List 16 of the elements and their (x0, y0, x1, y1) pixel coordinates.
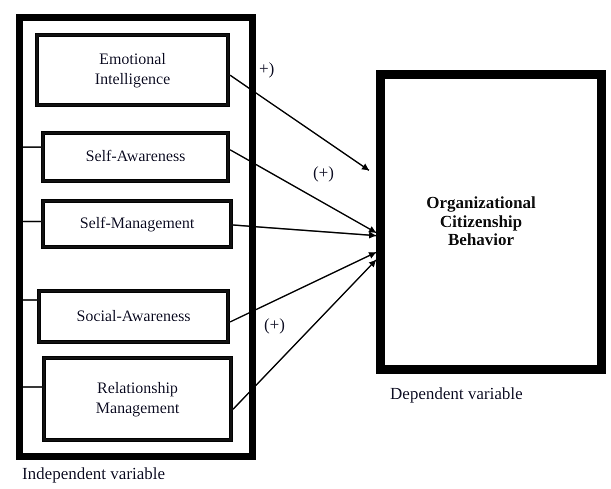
edge-label: (+) (264, 316, 285, 333)
variable-box: Social-Awareness (37, 289, 230, 344)
arrow (232, 259, 377, 410)
arrow (230, 74, 370, 171)
box-caption: Dependent variable (390, 384, 523, 404)
variable-box: Emotional Intelligence (35, 33, 230, 107)
variable-box: Self-Management (41, 199, 233, 249)
edge-label: +) (259, 60, 274, 77)
box-title: Organizational Citizenship Behavior (425, 194, 537, 250)
arrow (230, 149, 376, 234)
edge-label: (+) (313, 164, 334, 181)
variable-box: Self-Awareness (41, 131, 230, 183)
group-caption: Independent variable (22, 464, 166, 484)
variable-box: Relationship Management (42, 356, 233, 442)
arrow (232, 224, 376, 239)
arrow (230, 252, 376, 323)
